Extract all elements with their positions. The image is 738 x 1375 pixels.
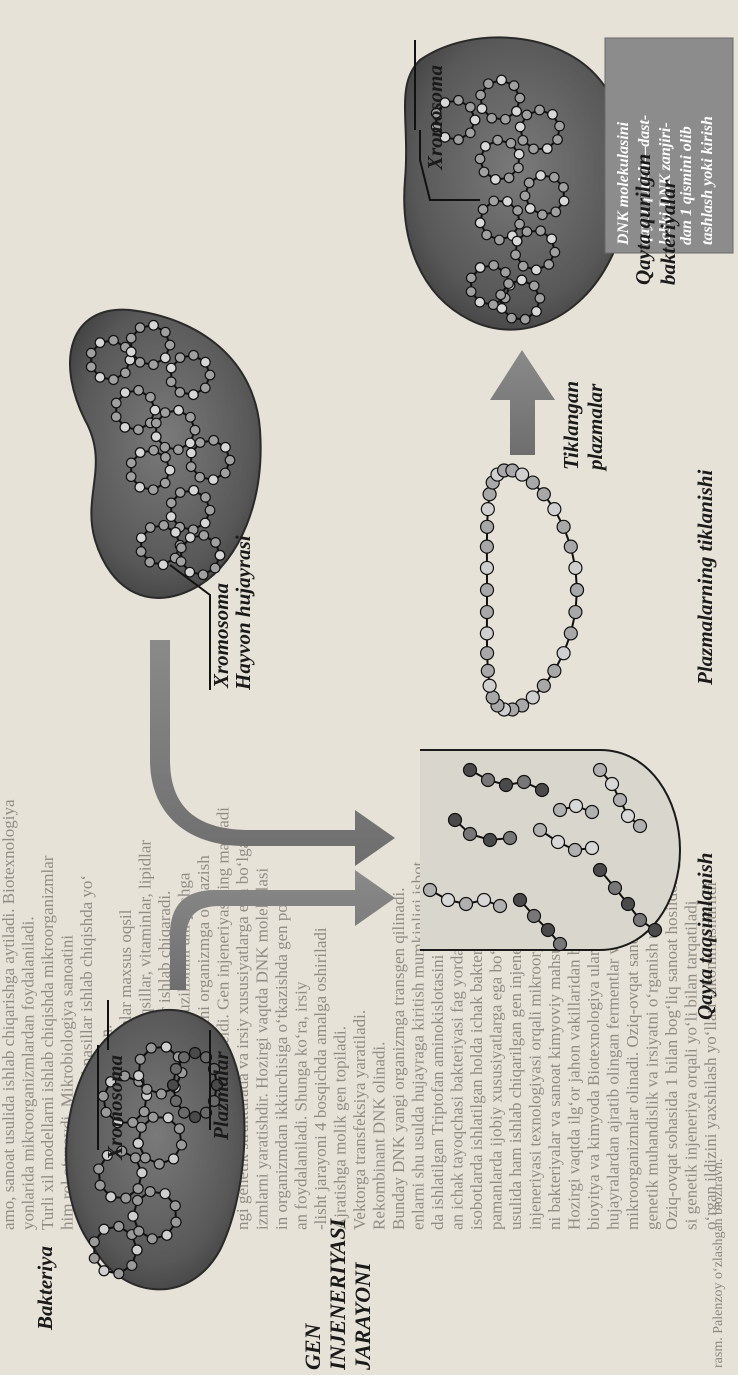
label-plazmalarning-tiklanishi: Plazmalarning tiklanishi <box>693 470 717 686</box>
label-qayta-qurilgan: Qayta qurilgan <box>631 154 655 285</box>
label-plazmalar: Plazmalar <box>209 1050 233 1141</box>
title-line-2: INJENERIYASI <box>325 1217 350 1370</box>
bg-text-line: yonlarida mikroorganizmlardan foydalanil… <box>19 916 38 1230</box>
figure-caption: rasm. Palenzoy o‘zlashgan bioziravn. <box>711 1158 726 1368</box>
bg-text-line: an foydalaniladi. Shunga ko‘ra, irsiy <box>292 981 311 1230</box>
bg-text-line: Oziq-ovqat sohasida 1 bilan bog‘liq sano… <box>662 856 681 1230</box>
bg-text-line: -lisht jarayoni 4 bosqichda amalga oshir… <box>311 927 330 1230</box>
title-line-1: GEN <box>300 1322 325 1370</box>
label-xromosoma-animal: Xromosoma <box>209 583 233 689</box>
bg-text-line: Bunday DNK yangi organizmga transgen qil… <box>389 888 408 1230</box>
bg-text-line: izmlarni yaratishdir. Hozirgi vaqtda DNK… <box>253 867 272 1230</box>
redistribution-tube <box>420 750 680 951</box>
arrow-animal-to-tube <box>150 640 395 866</box>
bg-text-line: in organizmdan ikkinchisiga o‘tkazishda … <box>272 898 291 1230</box>
note-line: tashlash yoki kirish <box>699 116 716 245</box>
label-plazmalar-restored: plazmalar <box>583 383 607 472</box>
note-line: dan 1 qismini olib <box>678 126 695 245</box>
arrow-plasmid-to-result <box>490 350 555 455</box>
label-hayvon-hujayrasi: Hayvon hujayrasi <box>231 535 255 691</box>
bg-text-line: isobotlarda ishlatilgan holda ichak bakt… <box>467 928 486 1230</box>
label-tiklangan: Tiklangan <box>559 381 583 470</box>
label-bakteriyalar: bakteriyalar <box>656 179 680 285</box>
bg-text-line: Vektorga transfeksiya yaratiladi. <box>350 1010 369 1230</box>
bg-text-line: Turli xil modellarni ishlab chiqishda mi… <box>38 855 57 1230</box>
bg-text-line: Ajratishga molik gen topiladi. <box>331 1026 350 1230</box>
label-xromosoma-result: Xromosoma <box>423 65 447 171</box>
label-bakteriya: Bakteriya <box>33 1246 57 1331</box>
bg-text-line: Rekombinant DNK olinadi. <box>370 1042 389 1230</box>
bg-text-line: amo, sanoat usulida ishlab chiqarishga a… <box>0 799 18 1230</box>
label-xromosoma-bacteria: Xromosoma <box>103 1055 127 1161</box>
label-qayta-taqsimlanish: Qayta taqsimlanish <box>693 853 717 1020</box>
note-line: DNK molekulasini <box>615 121 632 246</box>
title-line-3: JARAYONI <box>350 1261 375 1370</box>
